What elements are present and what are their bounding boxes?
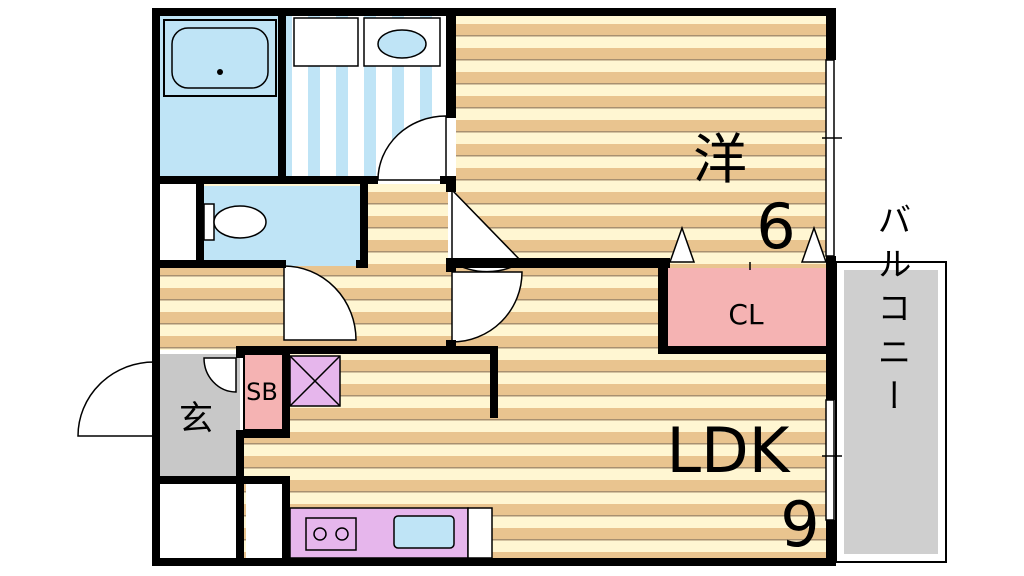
balcony-floor	[844, 270, 938, 554]
entrance-label: 玄	[179, 399, 213, 439]
kitchen-sink	[393, 515, 455, 549]
toilet-tank	[203, 203, 215, 241]
burner-1	[313, 527, 327, 541]
toilet-bowl	[213, 205, 267, 239]
shoe-box-label: SB	[246, 378, 278, 406]
walls	[152, 8, 836, 566]
closet-label: CL	[728, 298, 764, 331]
bathtub-inner	[171, 27, 269, 89]
sink-bowl	[377, 29, 427, 59]
closet-door-marker-1	[668, 225, 696, 263]
balcony-label: バルコニー	[871, 202, 911, 422]
western-room-size: 6	[756, 190, 795, 263]
ldk-size: 9	[780, 488, 819, 561]
bathtub-drain	[217, 69, 223, 75]
storage-left-lower-1	[158, 482, 240, 560]
storage-left-upper	[158, 184, 200, 266]
door-swings	[77, 115, 524, 437]
washing-machine-pan	[293, 17, 359, 67]
western-room-label: 洋	[693, 128, 747, 191]
western-room-floor	[456, 14, 830, 264]
closet-area	[664, 268, 830, 350]
storage-left-lower-2	[246, 482, 282, 560]
ldk-label: LDK	[667, 414, 791, 487]
kitchen-counter-end	[467, 507, 493, 559]
closet-door-marker-2	[800, 225, 828, 263]
burner-2	[335, 527, 349, 541]
